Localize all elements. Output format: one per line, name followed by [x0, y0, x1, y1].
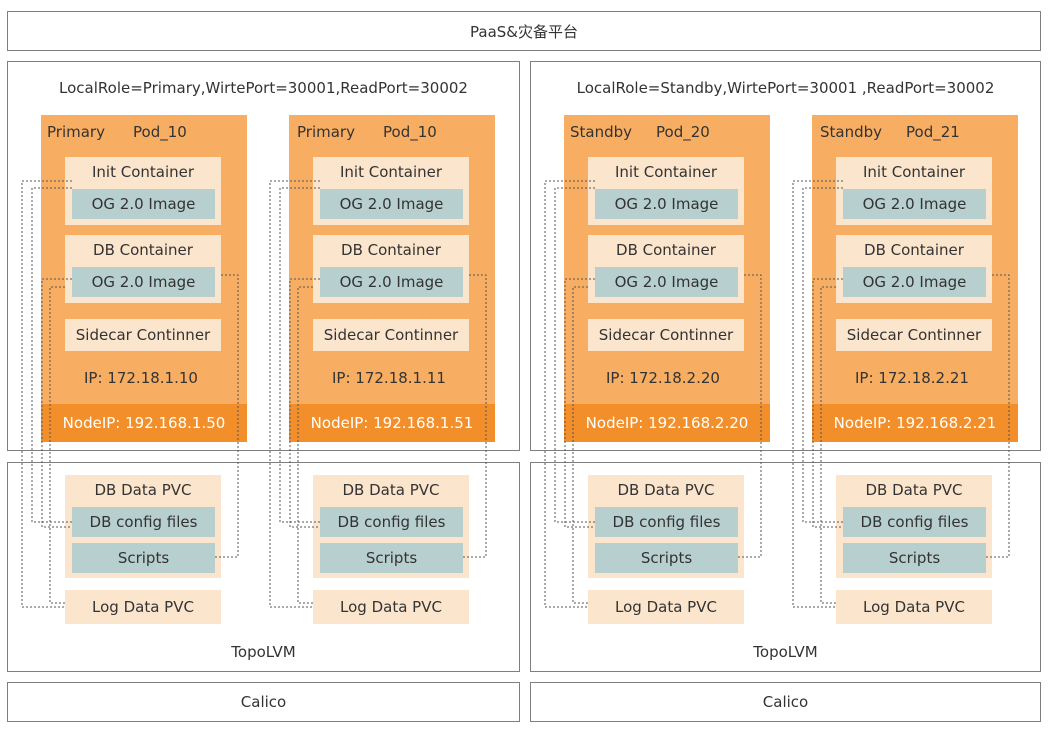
- init-container-label: Init Container: [862, 163, 966, 181]
- init-container-label: Init Container: [91, 163, 195, 181]
- cluster-standby-header: LocalRole=Standby,WirtePort=30001 ,ReadP…: [576, 79, 995, 97]
- pod-ip: IP: 172.18.1.11: [332, 369, 446, 387]
- og-image-init: OG 2.0 Image: [72, 189, 215, 219]
- db-container-label: DB Container: [341, 241, 441, 259]
- cluster-primary-storage-label: TopoLVM: [231, 643, 296, 661]
- scripts: Scripts: [595, 543, 738, 573]
- scripts: Scripts: [843, 543, 986, 573]
- db-container-label: DB Container: [616, 241, 716, 259]
- db-data-pvc-label: DB Data PVC: [865, 481, 963, 499]
- sidecar-container: Sidecar Continner: [836, 319, 992, 351]
- platform-label: PaaS&灾备平台: [470, 22, 578, 41]
- db-config-files: DB config files: [72, 507, 215, 537]
- cluster-primary-network: Calico: [7, 682, 520, 722]
- log-data-pvc: Log Data PVC: [65, 590, 221, 624]
- pod-name: Pod_10: [133, 123, 187, 141]
- db-config-files: DB config files: [320, 507, 463, 537]
- pod-name: Pod_20: [656, 123, 710, 141]
- node-ip: NodeIP: 192.168.1.51: [289, 404, 495, 442]
- pod-ip: IP: 172.18.1.10: [84, 369, 198, 387]
- cluster-primary-network-label: Calico: [240, 693, 287, 711]
- cluster-standby-network: Calico: [530, 682, 1041, 722]
- log-data-pvc: Log Data PVC: [588, 590, 744, 624]
- db-data-pvc-label: DB Data PVC: [94, 481, 192, 499]
- og-image-init: OG 2.0 Image: [843, 189, 986, 219]
- pod-ip: IP: 172.18.2.21: [855, 369, 969, 387]
- db-data-pvc-label: DB Data PVC: [342, 481, 440, 499]
- init-container-label: Init Container: [614, 163, 718, 181]
- og-image-db: OG 2.0 Image: [320, 267, 463, 297]
- pod-role: Standby: [570, 123, 633, 141]
- og-image-init: OG 2.0 Image: [320, 189, 463, 219]
- log-data-pvc: Log Data PVC: [313, 590, 469, 624]
- pod-role: Primary: [297, 123, 355, 141]
- scripts: Scripts: [72, 543, 215, 573]
- db-config-files: DB config files: [843, 507, 986, 537]
- node-ip: NodeIP: 192.168.2.20: [564, 404, 770, 442]
- platform-bar: PaaS&灾备平台: [7, 11, 1041, 51]
- scripts: Scripts: [320, 543, 463, 573]
- db-config-files: DB config files: [595, 507, 738, 537]
- og-image-db: OG 2.0 Image: [72, 267, 215, 297]
- sidecar-container: Sidecar Continner: [65, 319, 221, 351]
- pod-name: Pod_10: [383, 123, 437, 141]
- node-ip: NodeIP: 192.168.2.21: [812, 404, 1018, 442]
- db-container-label: DB Container: [93, 241, 193, 259]
- cluster-standby-network-label: Calico: [762, 693, 809, 711]
- init-container-label: Init Container: [339, 163, 443, 181]
- pod-role: Standby: [820, 123, 883, 141]
- node-ip: NodeIP: 192.168.1.50: [41, 404, 247, 442]
- log-data-pvc: Log Data PVC: [836, 590, 992, 624]
- cluster-standby-storage-label: TopoLVM: [753, 643, 818, 661]
- og-image-db: OG 2.0 Image: [843, 267, 986, 297]
- cluster-primary-header: LocalRole=Primary,WirtePort=30001,ReadPo…: [59, 79, 468, 97]
- db-data-pvc-label: DB Data PVC: [617, 481, 715, 499]
- og-image-db: OG 2.0 Image: [595, 267, 738, 297]
- pod-ip: IP: 172.18.2.20: [606, 369, 720, 387]
- sidecar-container: Sidecar Continner: [313, 319, 469, 351]
- pod-name: Pod_21: [906, 123, 960, 141]
- db-container-label: DB Container: [864, 241, 964, 259]
- og-image-init: OG 2.0 Image: [595, 189, 738, 219]
- sidecar-container: Sidecar Continner: [588, 319, 744, 351]
- pod-role: Primary: [47, 123, 105, 141]
